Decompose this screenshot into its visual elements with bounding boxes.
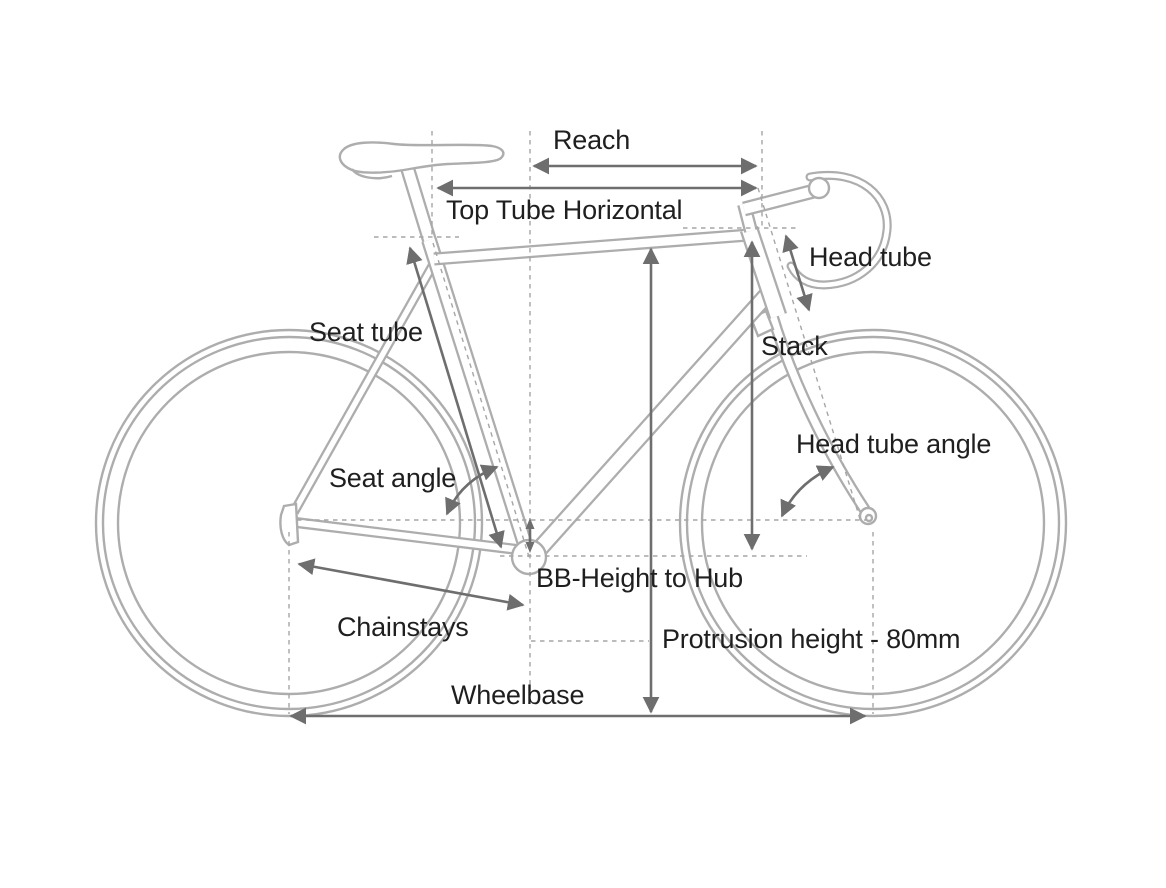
rear-dropout [279, 502, 300, 547]
seat-angle-arc [445, 464, 499, 516]
front-hub [858, 506, 878, 526]
label-seat-tube: Seat tube [309, 317, 423, 347]
chain-stay [291, 516, 522, 556]
label-stack: Stack [761, 331, 828, 361]
seat-tube-arrow [406, 246, 505, 549]
label-head-tube-angle: Head tube angle [796, 429, 992, 459]
saddle [338, 141, 505, 180]
chainstays-arrow [297, 558, 525, 611]
handlebar-clamp [807, 176, 831, 200]
dimension-arrows [289, 157, 867, 725]
bb-height-to-hub-arrow [525, 518, 535, 553]
top-tube [433, 228, 750, 266]
label-wheelbase: Wheelbase [451, 680, 585, 710]
label-seat-angle: Seat angle [329, 463, 457, 493]
head-tube-arrow [782, 234, 813, 312]
seatpost [397, 157, 438, 245]
saddle-lip [350, 168, 393, 180]
head-tube-angle-arc [780, 465, 835, 518]
stem [742, 183, 816, 217]
guide-head-tube-axis [757, 187, 861, 520]
label-top-tube-horizontal: Top Tube Horizontal [446, 195, 683, 225]
seat-tube [421, 237, 537, 560]
label-reach: Reach [553, 125, 631, 155]
label-head-tube: Head tube [809, 242, 932, 272]
label-protrusion-height: Protrusion height - 80mm [662, 624, 961, 654]
label-chainstays: Chainstays [337, 612, 469, 642]
label-bb-height-to-hub: BB-Height to Hub [536, 563, 743, 593]
